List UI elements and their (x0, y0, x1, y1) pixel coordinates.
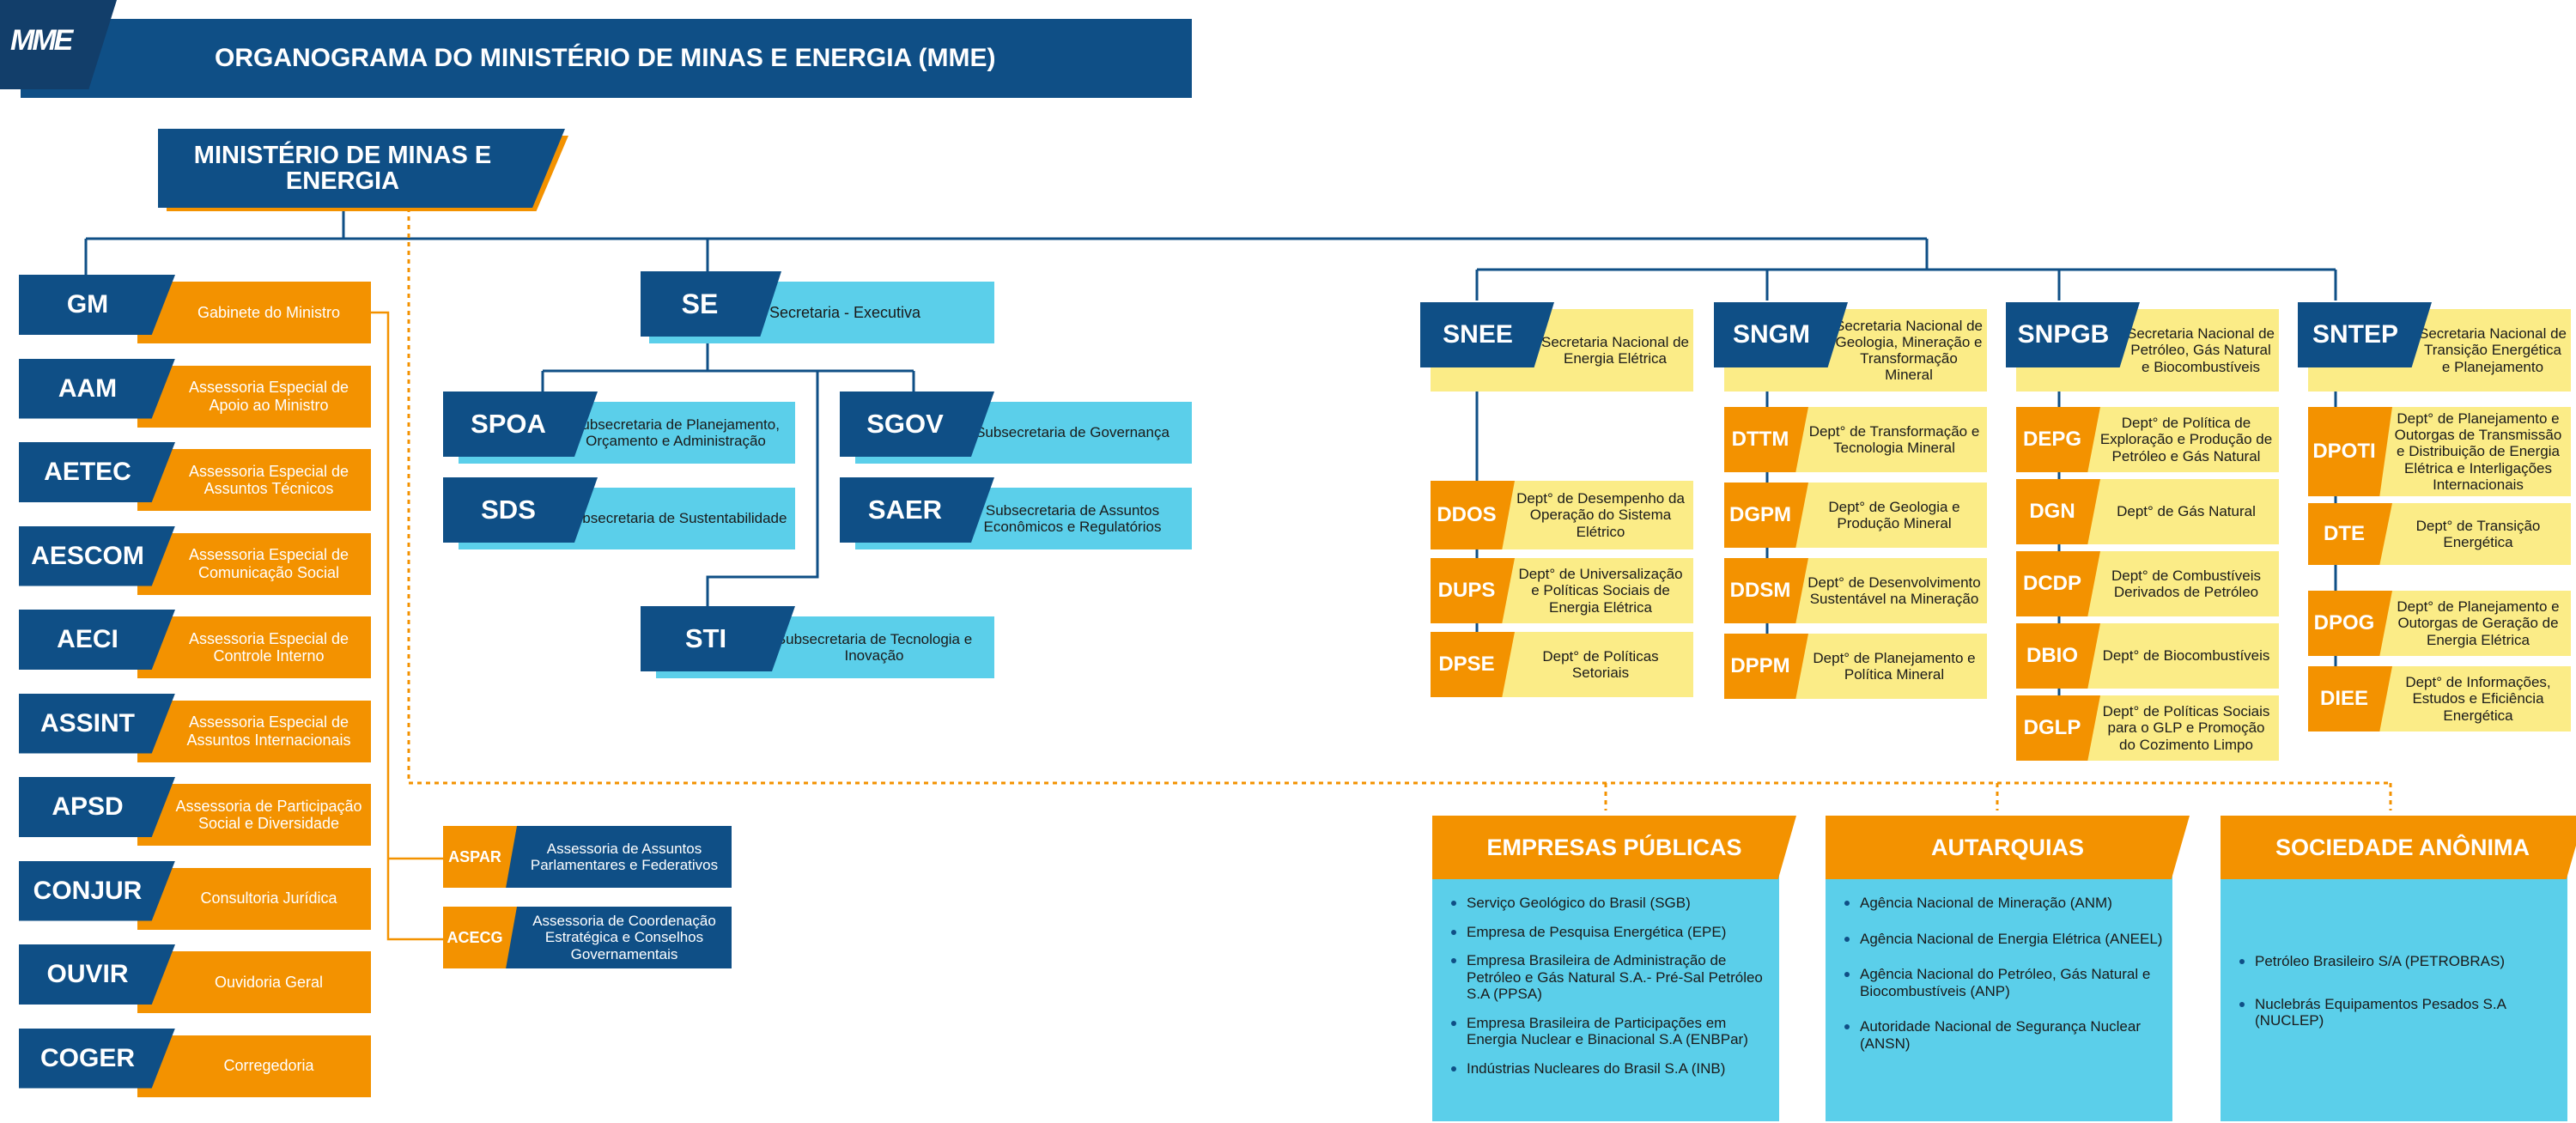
department-code: DPOG (2308, 591, 2392, 656)
advisory-panel: Assessoria Especial de Apoio ao Ministro (137, 365, 371, 428)
gm-sub-panel: Assessoria de Assuntos Parlamentares e F… (500, 826, 732, 888)
secretariat-code: SNGM (1714, 302, 1848, 367)
secretariat-code: SNPGB (2006, 302, 2140, 367)
entity-list: Agência Nacional de Mineração (ANM) Agênc… (1841, 895, 2164, 1071)
department-code: DDSM (1724, 558, 1808, 623)
department-code: DGN (2016, 479, 2100, 544)
entity-list-item: Empresa Brasileira de Participações em E… (1448, 1015, 1771, 1048)
entity-body (1432, 867, 1779, 1121)
department-code: DCDP (2016, 551, 2100, 616)
department-code: DEPG (2016, 407, 2100, 472)
department-code: DDOS (1431, 481, 1515, 549)
se-sub-code: SGOV (840, 392, 994, 457)
department-code: DUPS (1431, 558, 1515, 623)
advisory-panel: Assessoria Especial de Assuntos Técnicos (137, 449, 371, 511)
entity-body (2221, 867, 2567, 1121)
department-code: DBIO (2016, 623, 2100, 689)
department-code: DIEE (2308, 666, 2392, 731)
secretariat-code: SNEE (1420, 302, 1554, 367)
entity-list-item: Agência Nacional do Petróleo, Gás Natura… (1841, 966, 2164, 999)
advisory-panel: Corregedoria (137, 1035, 371, 1097)
entity-list-item: Nuclebrás Equipamentos Pesados S.A (NUCL… (2236, 996, 2559, 1029)
department-panel: Dept° de Desempenho da Operação do Siste… (1431, 481, 1693, 549)
se-sub-code: SAER (840, 477, 994, 543)
advisory-panel: Assessoria Especial de Assuntos Internac… (137, 700, 371, 762)
entity-header: SOCIEDADE ANÔNIMA (2221, 816, 2576, 879)
se-sub-code: SPOA (443, 392, 598, 457)
ministry-node-title: MINISTÉRIO DE MINAS E ENERGIA (193, 141, 492, 195)
entity-list-item: Petróleo Brasileiro S/A (PETROBRAS) (2236, 953, 2559, 970)
secretariat-code: SNTEP (2298, 302, 2432, 367)
department-code: DGPM (1724, 483, 1808, 548)
entity-list: Serviço Geológico do Brasil (SGB) Empresa… (1448, 895, 1771, 1089)
logo-text: MME (10, 24, 73, 57)
department-code: DTE (2308, 503, 2392, 565)
department-code: DPPM (1724, 634, 1808, 699)
entity-list-item: Serviço Geológico do Brasil (SGB) (1448, 895, 1771, 912)
department-code: DTTM (1724, 407, 1808, 472)
advisory-code: AECI (19, 610, 175, 670)
advisory-code: COGER (19, 1028, 175, 1089)
entity-list-item: Empresa de Pesquisa Energética (EPE) (1448, 924, 1771, 941)
department-code: DGLP (2016, 695, 2100, 761)
header-bar (21, 19, 1192, 98)
advisory-code: AESCOM (19, 525, 175, 586)
se-sub-code: STI (641, 606, 795, 671)
entity-list-item: Indústrias Nucleares do Brasil S.A (INB) (1448, 1060, 1771, 1077)
advisory-code: GM (19, 275, 175, 335)
entity-body (1826, 867, 2172, 1121)
advisory-panel: Assessoria Especial de Comunicação Socia… (137, 532, 371, 595)
department-panel: Dept° de Universalização e Políticas Soc… (1431, 558, 1693, 623)
advisory-code: ASSINT (19, 693, 175, 754)
gm-sub-code: ACECG (443, 907, 517, 968)
advisory-code: AAM (19, 358, 175, 419)
entity-header: AUTARQUIAS (1826, 816, 2190, 879)
entity-header: EMPRESAS PÚBLICAS (1432, 816, 1796, 879)
advisory-panel: Assessoria de Participação Social e Dive… (137, 784, 371, 846)
advisory-code: OUVIR (19, 944, 175, 1005)
ministry-node (158, 129, 565, 208)
department-code: DPOTI (2308, 407, 2392, 496)
entity-list: Petróleo Brasileiro S/A (PETROBRAS) Nucle… (2236, 953, 2559, 1055)
entity-list-item: Agência Nacional de Mineração (ANM) (1841, 895, 2164, 912)
gm-sub-code: ASPAR (443, 826, 517, 888)
advisory-code: APSD (19, 777, 175, 837)
entity-list-item: Autoridade Nacional de Segurança Nuclear… (1841, 1018, 2164, 1052)
entity-list-item: Empresa Brasileira de Administração de P… (1448, 952, 1771, 1003)
advisory-code: CONJUR (19, 860, 175, 921)
gm-sub-panel: Assessoria de Coordenação Estratégica e … (500, 907, 732, 968)
se-code: SE (641, 271, 781, 337)
department-code: DPSE (1431, 632, 1515, 697)
advisory-panel: Assessoria Especial de Controle Interno (137, 616, 371, 678)
advisory-panel: Ouvidoria Geral (137, 951, 371, 1013)
advisory-panel: Consultoria Jurídica (137, 867, 371, 930)
advisory-code: AETEC (19, 442, 175, 502)
se-sub-code: SDS (443, 477, 598, 543)
entity-list-item: Agência Nacional de Energia Elétrica (AN… (1841, 931, 2164, 948)
advisory-panel: Gabinete do Ministro (137, 282, 371, 343)
page-title: ORGANOGRAMA DO MINISTÉRIO DE MINAS E ENE… (215, 44, 996, 72)
